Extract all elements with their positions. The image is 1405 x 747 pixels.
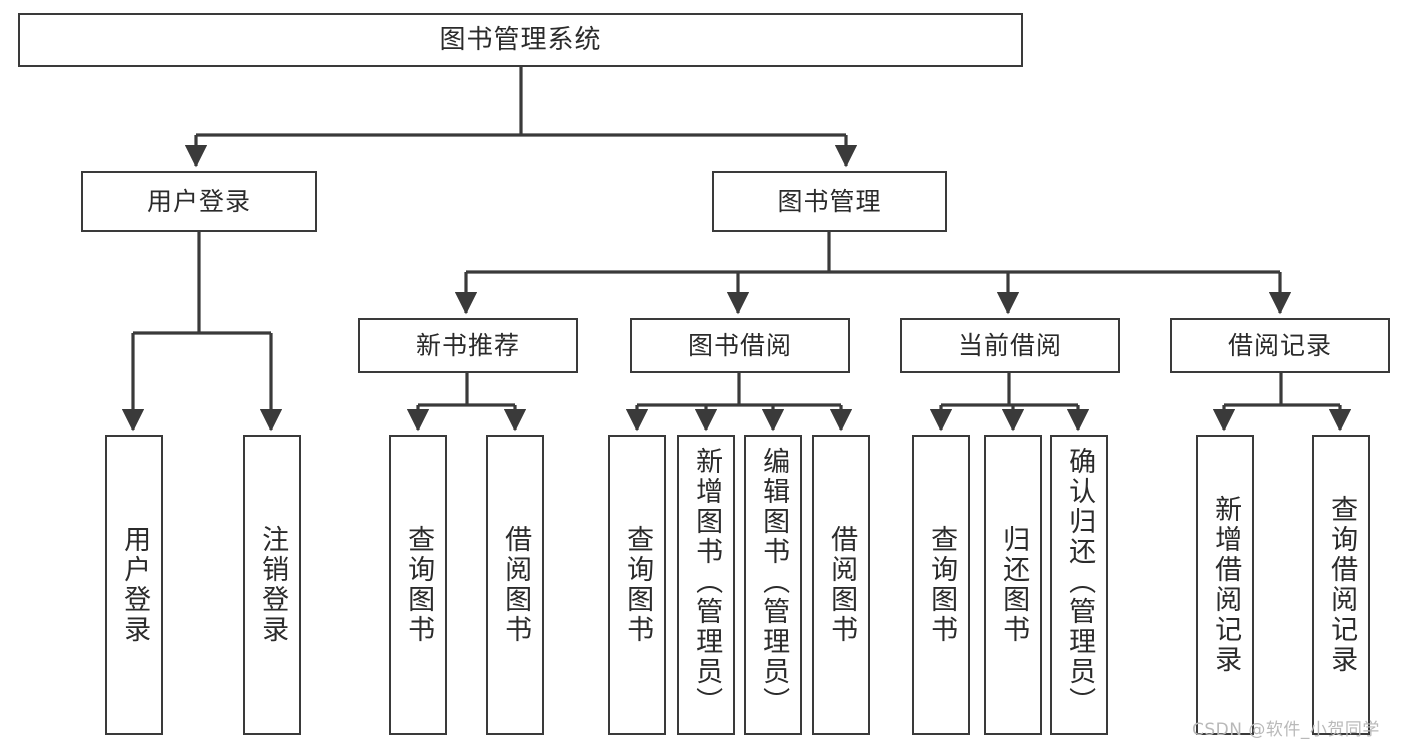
leaf-edit-book[interactable]: 编辑图书（管理员）: [744, 435, 802, 735]
leaf-user-logout[interactable]: 注销登录: [243, 435, 301, 735]
node-book-borrow[interactable]: 图书借阅: [630, 318, 850, 373]
leaf-user-login[interactable]: 用户登录: [105, 435, 163, 735]
node-label: 当前借阅: [957, 330, 1062, 360]
leaf-add-borrow-record[interactable]: 新增借阅记录: [1196, 435, 1254, 735]
node-label: 确认归还（管理员）: [1064, 447, 1096, 717]
node-new-book-recommend[interactable]: 新书推荐: [358, 318, 578, 373]
node-label: 借阅图书: [500, 525, 532, 645]
leaf-borrow-book-recommend[interactable]: 借阅图书: [486, 435, 544, 735]
node-label: 图书管理: [777, 186, 882, 216]
leaf-query-borrow-record[interactable]: 查询借阅记录: [1312, 435, 1370, 735]
leaf-query-book-recommend[interactable]: 查询图书: [389, 435, 447, 735]
node-borrow-record[interactable]: 借阅记录: [1170, 318, 1390, 373]
node-book-management[interactable]: 图书管理: [712, 171, 947, 232]
node-label: 借阅图书: [826, 525, 858, 645]
csdn-watermark: CSDN @软件_小贺同学: [1192, 720, 1380, 740]
node-label: 查询图书: [926, 525, 958, 645]
node-label: 图书借阅: [687, 330, 792, 360]
node-label: 用户登录: [119, 525, 151, 645]
node-label: 图书管理系统: [439, 24, 602, 55]
leaf-return-book[interactable]: 归还图书: [984, 435, 1042, 735]
node-label: 用户登录: [146, 186, 251, 216]
node-root-system[interactable]: 图书管理系统: [18, 13, 1023, 67]
leaf-query-book-borrow[interactable]: 查询图书: [608, 435, 666, 735]
node-label: 查询图书: [622, 525, 654, 645]
node-label: 归还图书: [998, 525, 1030, 645]
leaf-query-book-current[interactable]: 查询图书: [912, 435, 970, 735]
leaf-confirm-return[interactable]: 确认归还（管理员）: [1050, 435, 1108, 735]
node-label: 借阅记录: [1227, 330, 1332, 360]
node-label: 新增借阅记录: [1210, 495, 1242, 675]
node-label: 编辑图书（管理员）: [758, 447, 790, 717]
node-label: 新增图书（管理员）: [691, 447, 723, 717]
node-label: 查询图书: [403, 525, 435, 645]
node-label: 注销登录: [257, 525, 289, 645]
leaf-add-book[interactable]: 新增图书（管理员）: [677, 435, 735, 735]
node-label: 查询借阅记录: [1326, 495, 1358, 675]
leaf-borrow-book[interactable]: 借阅图书: [812, 435, 870, 735]
node-current-borrow[interactable]: 当前借阅: [900, 318, 1120, 373]
node-label: 新书推荐: [415, 330, 520, 360]
node-user-login[interactable]: 用户登录: [81, 171, 317, 232]
